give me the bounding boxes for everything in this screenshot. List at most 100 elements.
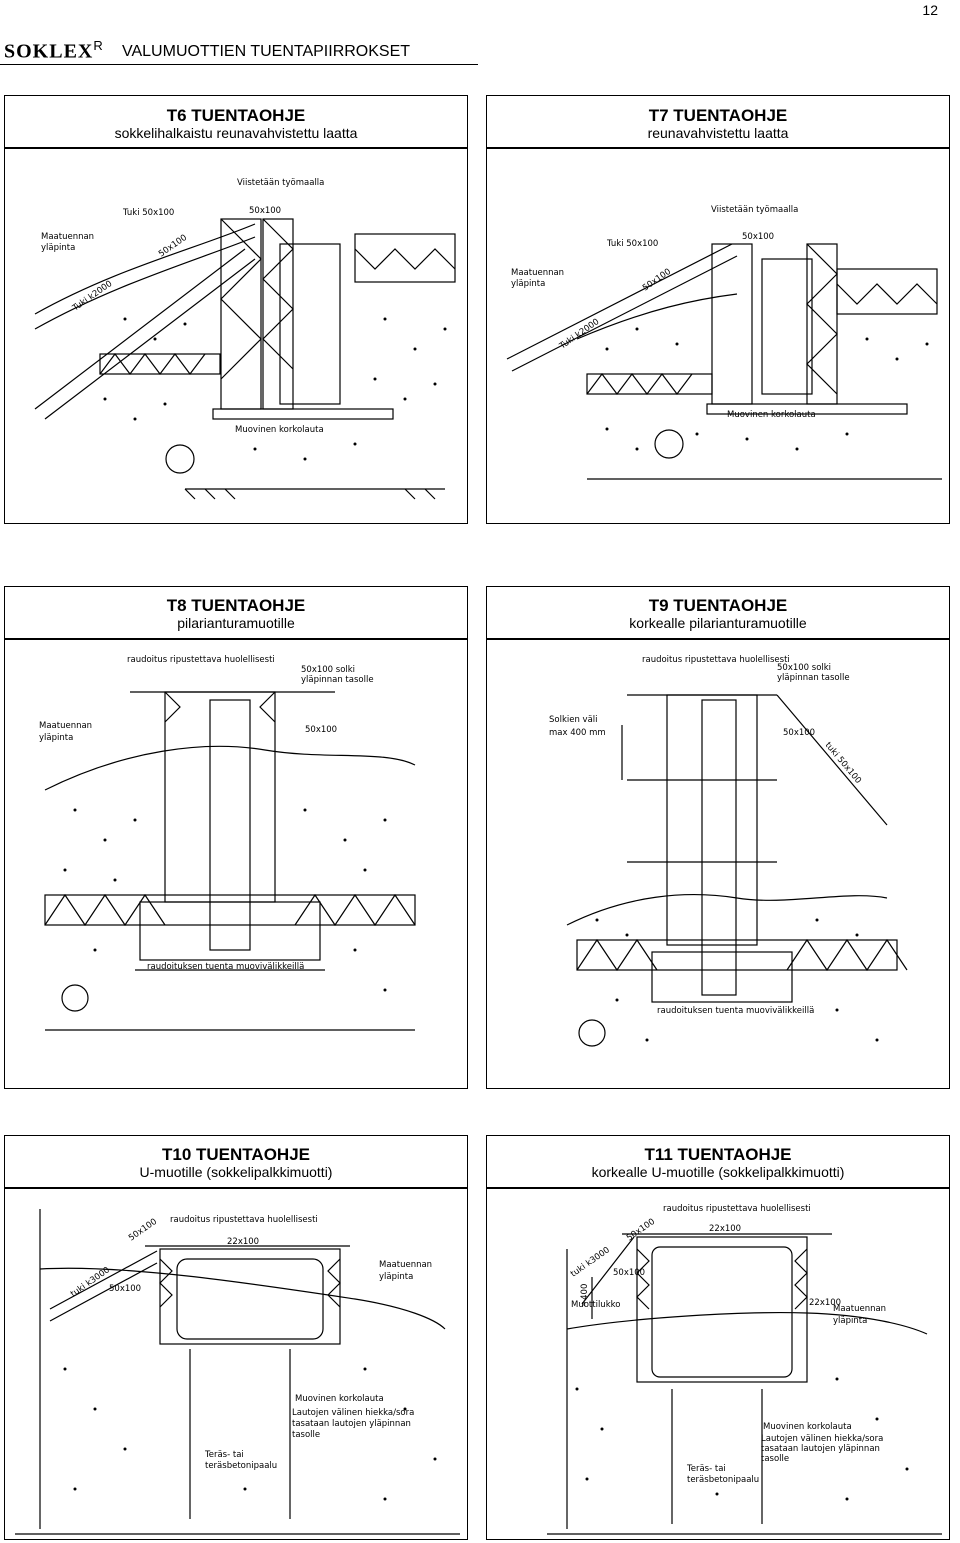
panel-t9-drawing: raudoitus ripustettava huolellisesti 50x… (486, 639, 950, 1089)
label: Lautojen välinen hiekka/sora (292, 1408, 414, 1418)
label: Teräs- tai (686, 1464, 726, 1474)
label: 50x100 (641, 267, 673, 294)
panel-t7-drawing: Viistetään työmaalla Tuki 50x100 50x100 … (486, 148, 950, 524)
panel-title: T6 TUENTAOHJE (166, 106, 306, 125)
registered-mark: R (93, 38, 104, 53)
zigzag (159, 1258, 341, 1308)
label: Solkien väli (549, 715, 598, 725)
u-form-outer (636, 1236, 808, 1383)
label: 50x100 (742, 232, 774, 242)
slab-layer (354, 233, 456, 283)
ground-line (44, 745, 416, 791)
label: 22x100 (227, 1237, 259, 1247)
u-form-inner (651, 1246, 793, 1378)
t8-drawing-svg: raudoitus ripustettava huolellisesti 50x… (39, 655, 416, 1031)
zigzag (262, 218, 294, 370)
label: tasataan lautojen yläpinnan (292, 1419, 411, 1429)
label: 50x100 solki (777, 663, 831, 673)
t6-drawing-svg: Viistetään työmaalla Tuki 50x100 50x100 … (34, 178, 456, 500)
label: yläpinta (833, 1316, 867, 1326)
label: teräsbetonipaalu (687, 1475, 759, 1485)
label: 50x100 (305, 725, 337, 735)
footing-form (651, 951, 793, 1003)
insulation (586, 373, 713, 395)
panel-t10-header: T10 TUENTAOHJE U-muotille (sokkelipalkki… (4, 1135, 468, 1188)
label: yläpinta (379, 1272, 413, 1282)
label: Tuki 50x100 (606, 239, 658, 249)
panel-subtitle: U-muotille (sokkelipalkkimuotti) (139, 1164, 333, 1180)
t9-drawing-svg: raudoitus ripustettava huolellisesti 50x… (549, 655, 908, 1047)
label: raudoituksen tuenta muovivälikkeillä (147, 962, 304, 972)
brace-line (34, 248, 246, 410)
label: 50x100 (127, 1217, 159, 1244)
t10-drawing-svg: raudoitus ripustettava huolellisesti 50x… (15, 1209, 460, 1535)
panel-t11-header: T11 TUENTAOHJE korkealle U-muotille (sok… (486, 1135, 950, 1188)
panel-title: T7 TUENTAOHJE (648, 106, 788, 125)
drain-pipe (654, 429, 684, 459)
label: Maatuennan (511, 268, 564, 278)
label: yläpinta (41, 243, 75, 253)
formwork-outer (711, 243, 753, 405)
brace-line (511, 255, 738, 372)
brand-name: SOKLEX (4, 40, 94, 63)
zigzag (44, 893, 416, 927)
panel-title: T9 TUENTAOHJE (648, 596, 788, 615)
slab-layer (836, 268, 938, 315)
drain-pipe (165, 444, 195, 474)
label: teräsbetonipaalu (205, 1461, 277, 1471)
rebar (209, 699, 251, 951)
label: Tuki k2000 (70, 279, 114, 314)
label: Maatuennan (379, 1260, 432, 1270)
panel-title: T8 TUENTAOHJE (166, 596, 306, 615)
label: Muovinen korkolauta (763, 1422, 852, 1432)
panel-t8-header: T8 TUENTAOHJE pilarianturamuotille (4, 586, 468, 639)
label: Maatuennan (41, 232, 94, 242)
panel-title: T10 TUENTAOHJE (162, 1145, 310, 1164)
panel-subtitle: korkealle pilarianturamuotille (629, 615, 807, 631)
label: raudoitus ripustettava huolellisesti (642, 655, 790, 665)
zigzag (99, 353, 206, 375)
panel-subtitle: sokkelihalkaistu reunavahvistettu laatta (114, 125, 358, 141)
brand-logo: SOKLEXR (4, 38, 104, 64)
label: tuki 50x100 (823, 741, 863, 786)
label: yläpinnan tasolle (301, 675, 374, 685)
rebar (701, 699, 737, 996)
zigzag (636, 1248, 808, 1310)
label: raudoituksen tuenta muovivälikkeillä (657, 1006, 814, 1016)
label: yläpinnan tasolle (777, 673, 850, 683)
label: Viistetään työmaalla (237, 178, 324, 188)
gravel-dots (605, 327, 929, 451)
label: 50x100 (249, 206, 281, 216)
page-number: 12 (922, 2, 938, 18)
zigzag (836, 283, 938, 305)
panel-t6-header: T6 TUENTAOHJE sokkelihalkaistu reunavahv… (4, 95, 468, 148)
insulation (44, 894, 416, 926)
column-form (666, 694, 758, 946)
label: Muottilukko (571, 1300, 620, 1310)
label: Viistetään työmaalla (711, 205, 798, 215)
zigzag (586, 373, 693, 395)
label: 50x100 solki (301, 665, 355, 675)
ground-line (566, 894, 888, 926)
panel-subtitle: pilarianturamuotille (177, 615, 295, 631)
zigzag (354, 248, 456, 270)
zigzag (220, 218, 262, 380)
column-form (164, 691, 276, 903)
brace-line (581, 1236, 635, 1305)
label: 22x100 (709, 1224, 741, 1234)
zigzag (164, 691, 276, 723)
label: yläpinta (39, 733, 73, 743)
panel-t11-drawing: raudoitus ripustettava huolellisesti 50x… (486, 1188, 950, 1540)
korkolauta (212, 408, 394, 420)
label: 50x100 (783, 728, 815, 738)
gravel-dots (575, 1377, 909, 1501)
gravel-dots (63, 808, 387, 992)
label: Muovinen korkolauta (727, 410, 816, 420)
brace-line (776, 694, 888, 826)
label: tasolle (292, 1430, 320, 1440)
label: Tuki 50x100 (122, 208, 174, 218)
gravel-dots (103, 317, 447, 461)
label: tuki k3000 (69, 1265, 112, 1299)
label: max 400 mm (549, 728, 606, 738)
label: Teräs- tai (204, 1450, 244, 1460)
